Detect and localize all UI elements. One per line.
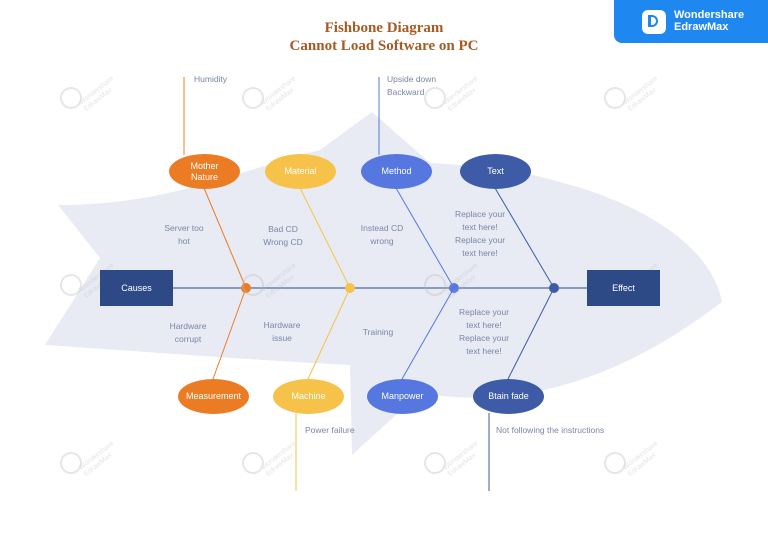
joint-dot-2 [345,283,355,293]
bone-btain-fade [507,287,555,380]
diagram-subtitle: Cannot Load Software on PC [289,38,479,54]
cause-hardware-corrupt[interactable]: Hardware corrupt [169,321,207,344]
category-material[interactable]: Material [265,154,336,189]
joint-dot-4 [549,283,559,293]
cause-humidity[interactable]: Humidity [194,74,228,84]
cause-replace-top[interactable]: Replace your text here! Replace your tex… [454,209,506,258]
category-mother-nature[interactable]: Mother Nature [169,154,240,189]
diagram-title: Fishbone Diagram [324,20,444,36]
bone-text [494,187,555,289]
causes-box[interactable]: Causes [100,270,173,306]
bone-method [395,187,455,289]
cause-instead-cd[interactable]: Instead CD wrong [360,223,404,246]
category-btain-fade[interactable]: Btain fade [473,379,544,414]
bone-material [299,187,351,289]
joint-dot-1 [241,283,251,293]
brand-name: Wondershare [674,9,745,21]
joint-dot-3 [449,283,459,293]
cause-server-too-hot[interactable]: Server too hot [164,223,204,246]
category-text[interactable]: Text [460,154,531,189]
cause-training[interactable]: Training [362,327,394,337]
category-manpower[interactable]: Manpower [367,379,438,414]
category-method[interactable]: Method [361,154,432,189]
bone-measurement [212,287,247,380]
category-machine[interactable]: Machine [273,379,344,414]
fish-body [45,112,722,455]
category-measurement[interactable]: Measurement [178,379,249,414]
brand-badge[interactable]: Wondershare EdrawMax [614,0,768,43]
edrawmax-logo-icon [642,10,666,34]
cause-upside-down[interactable]: Upside down Backward [387,74,437,97]
bone-mother-nature [203,187,247,289]
bone-machine [307,287,351,380]
cause-not-following[interactable]: Not following the instructions [496,425,605,435]
cause-bad-cd[interactable]: Bad CD Wrong CD [263,224,303,247]
cause-replace-bottom[interactable]: Replace your text here! Replace your tex… [458,307,510,356]
product-name: EdrawMax [674,21,729,33]
bone-manpower [401,287,455,380]
effect-box[interactable]: Effect [587,270,660,306]
cause-power-failure[interactable]: Power failure [305,425,355,435]
cause-hardware-issue[interactable]: Hardware issue [263,320,301,343]
